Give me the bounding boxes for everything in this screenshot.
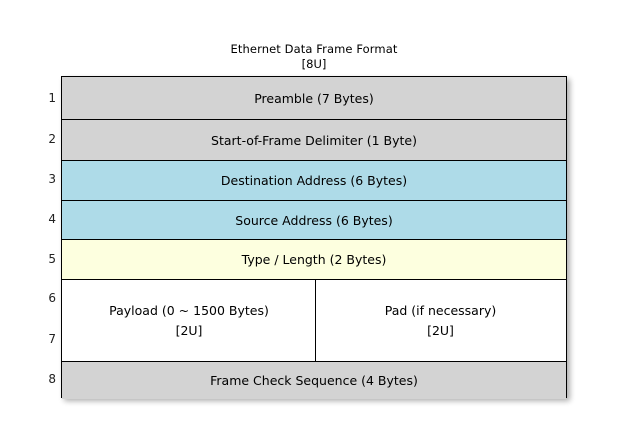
row-number-6: 6 xyxy=(48,291,56,305)
pad-annotation: [2U] xyxy=(427,322,454,338)
frame-row-label: Destination Address (6 Bytes) xyxy=(220,173,408,188)
frame-row-start-of-frame-delimiter: Start-of-Frame Delimiter (1 Byte) xyxy=(62,120,566,161)
diagram-title-block: Ethernet Data Frame Format [8U] xyxy=(61,42,567,72)
diagram-title: Ethernet Data Frame Format xyxy=(230,42,398,56)
pad-label: Pad (if necessary) xyxy=(384,302,497,318)
frame-row-label: Preamble (7 Bytes) xyxy=(254,90,374,106)
row-number-7: 7 xyxy=(48,332,56,346)
row-number-8: 8 xyxy=(48,372,56,386)
row-number-4: 4 xyxy=(48,212,56,226)
frame-row-destination-address: Destination Address (6 Bytes) xyxy=(62,161,566,201)
row-number-1: 1 xyxy=(48,91,56,105)
frame-row-payload-pad: Payload (0 ~ 1500 Bytes) [2U] Pad (if ne… xyxy=(62,280,566,362)
frame-row-label: Type / Length (2 Bytes) xyxy=(241,252,387,267)
row-number-3: 3 xyxy=(48,172,56,186)
row-number-2: 2 xyxy=(48,132,56,146)
frame-row-label: Source Address (6 Bytes) xyxy=(235,212,393,228)
row-number-gutter: 1 2 3 4 5 6 7 8 xyxy=(18,76,56,398)
frame-cell-pad: Pad (if necessary) [2U] xyxy=(316,280,565,361)
frame-row-label: Start-of-Frame Delimiter (1 Byte) xyxy=(211,132,417,148)
frame-row-source-address: Source Address (6 Bytes) xyxy=(62,201,566,240)
frame-row-preamble: Preamble (7 Bytes) xyxy=(62,77,566,120)
frame-row-label: Frame Check Sequence (4 Bytes) xyxy=(210,373,418,388)
frame-cell-payload: Payload (0 ~ 1500 Bytes) [2U] xyxy=(63,280,316,361)
diagram-subtitle: [8U] xyxy=(301,57,327,71)
frame-row-frame-check-sequence: Frame Check Sequence (4 Bytes) xyxy=(62,362,566,399)
frame-row-type-length: Type / Length (2 Bytes) xyxy=(62,240,566,280)
payload-annotation: [2U] xyxy=(175,322,203,338)
payload-label: Payload (0 ~ 1500 Bytes) xyxy=(109,302,269,318)
frame-format-table: Preamble (7 Bytes) Start-of-Frame Delimi… xyxy=(61,76,567,399)
row-number-5: 5 xyxy=(48,252,56,266)
